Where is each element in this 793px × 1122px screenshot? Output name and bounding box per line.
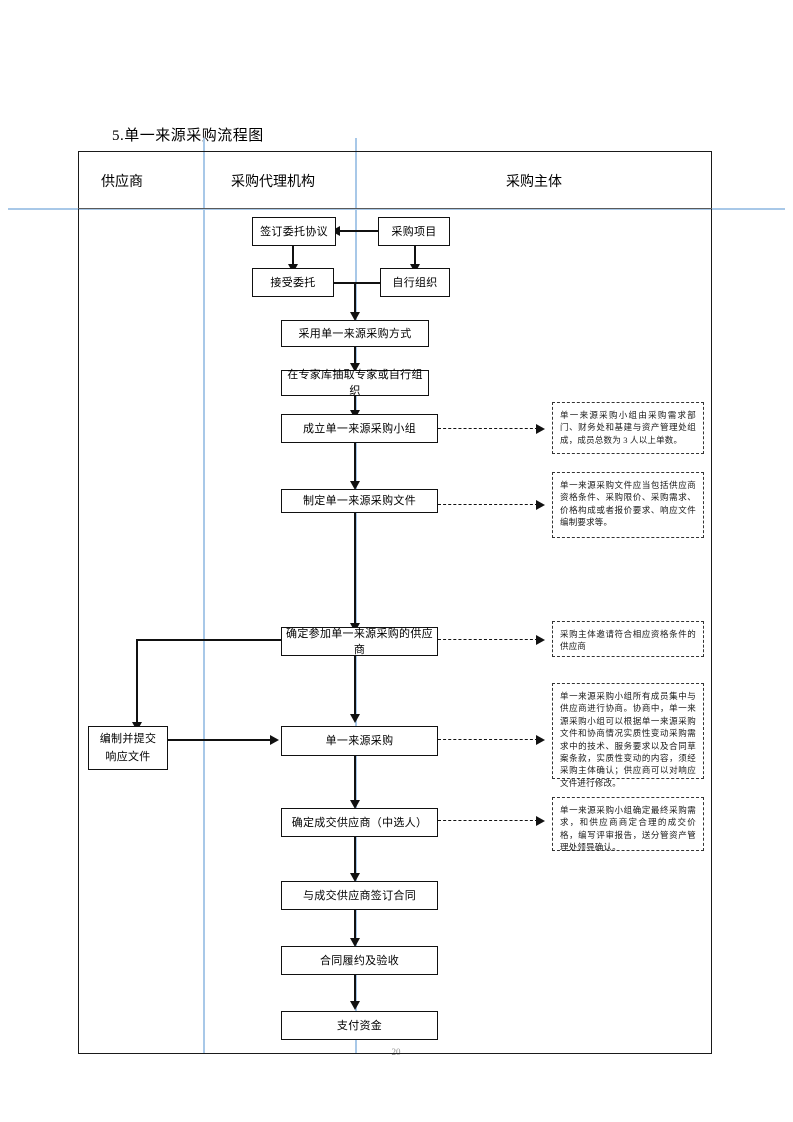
- node-draw-experts[interactable]: 在专家库抽取专家或自行组织: [281, 369, 429, 397]
- arrow-down-contract-to-performance: [350, 938, 360, 947]
- dashed-connector-suppliers-note: [438, 639, 538, 640]
- arrow-down-merge: [350, 312, 360, 321]
- connector-documents-to-suppliers: [354, 513, 357, 627]
- connector-suppliers-to-prepare-v: [136, 639, 139, 726]
- arrow-right-winner-note: [536, 816, 545, 826]
- connector-merge-down: [354, 282, 357, 316]
- arrow-right-documents-note: [536, 500, 545, 510]
- node-form-group[interactable]: 成立单一来源采购小组: [281, 414, 438, 443]
- node-contract-performance[interactable]: 合同履约及验收: [281, 946, 438, 975]
- dashed-connector-group-note: [438, 428, 538, 429]
- connector-procurement-to-winner: [354, 756, 357, 804]
- arrow-down-adopt-to-experts: [350, 363, 360, 372]
- guide-line-vertical-left: [203, 138, 205, 1054]
- connector-suppliers-to-procurement: [354, 656, 357, 718]
- connector-adopt-to-experts: [354, 347, 357, 367]
- node-prepare-response[interactable]: 编制并提交 响应文件: [88, 726, 168, 770]
- node-sign-contract[interactable]: 与成交供应商签订合同: [281, 881, 438, 910]
- connector-group-to-documents: [354, 443, 357, 485]
- connector-merge-bus: [334, 282, 380, 285]
- column-header-purchaser: 采购主体: [506, 175, 562, 190]
- arrow-right-group-note: [536, 424, 545, 434]
- connector-experts-to-group: [354, 396, 357, 414]
- dashed-connector-negotiation-note: [438, 739, 538, 740]
- connector-contract-to-performance: [354, 910, 357, 942]
- dashed-connector-documents-note: [438, 504, 538, 505]
- node-determine-suppliers[interactable]: 确定参加单一来源采购的供应商: [281, 627, 438, 656]
- flowchart-frame: [78, 151, 712, 1054]
- header-divider: [78, 208, 712, 209]
- node-self-organize[interactable]: 自行组织: [380, 268, 450, 297]
- note-winner: 单一来源采购小组确定最终采购需求，和供应商商定合理的成交价格，编写评审报告，送分…: [552, 797, 704, 852]
- page-title: 5.单一来源采购流程图: [112, 128, 264, 144]
- arrow-right-negotiation-note: [536, 735, 545, 745]
- arrow-right-suppliers-note: [536, 635, 545, 645]
- node-adopt-single-source[interactable]: 采用单一来源采购方式: [281, 320, 429, 347]
- connector-project-to-sign: [338, 230, 386, 233]
- node-accept-entrust[interactable]: 接受委托: [252, 268, 334, 297]
- node-pay-funds[interactable]: 支付资金: [281, 1011, 438, 1040]
- node-sign-entrust[interactable]: 签订委托协议: [252, 217, 336, 246]
- node-make-documents[interactable]: 制定单一来源采购文件: [281, 489, 438, 513]
- node-single-source-procurement[interactable]: 单一来源采购: [281, 726, 438, 756]
- connector-project-to-self: [414, 246, 417, 268]
- connector-prepare-to-procurement: [168, 739, 272, 742]
- arrow-down-group-to-documents: [350, 481, 360, 490]
- connector-performance-to-pay: [354, 975, 357, 1005]
- node-purchase-project[interactable]: 采购项目: [378, 217, 450, 246]
- node-prepare-response-line2: 响应文件: [105, 751, 151, 763]
- column-header-agency: 采购代理机构: [231, 175, 315, 190]
- column-header-supplier: 供应商: [101, 175, 143, 190]
- connector-winner-to-contract: [354, 837, 357, 877]
- arrow-down-procurement-to-winner: [350, 800, 360, 809]
- arrow-right-prepare-to-procurement: [270, 735, 279, 745]
- dashed-connector-winner-note: [438, 820, 538, 821]
- arrow-down-performance-to-pay: [350, 1001, 360, 1010]
- note-documents: 单一来源采购文件应当包括供应商资格条件、采购限价、采购需求、价格构成或者报价要求…: [552, 472, 704, 538]
- note-suppliers: 采购主体邀请符合相应资格条件的供应商: [552, 621, 704, 657]
- arrow-down-winner-to-contract: [350, 873, 360, 882]
- node-determine-winner[interactable]: 确定成交供应商（中选人）: [281, 808, 438, 837]
- note-group: 单一来源采购小组由采购需求部门、财务处和基建与资产管理处组成，成员总数为 3 人…: [552, 402, 704, 454]
- arrow-down-suppliers-to-procurement: [350, 714, 360, 723]
- node-prepare-response-line1: 编制并提交: [99, 733, 157, 745]
- note-negotiation: 单一来源采购小组所有成员集中与供应商进行协商。协商中，单一来源采购小组可以根据单…: [552, 683, 704, 788]
- connector-suppliers-to-prepare-h: [136, 639, 281, 642]
- guide-line-horizontal: [8, 208, 785, 210]
- page-number: 20: [391, 1047, 401, 1057]
- connector-sign-to-accept: [292, 246, 295, 268]
